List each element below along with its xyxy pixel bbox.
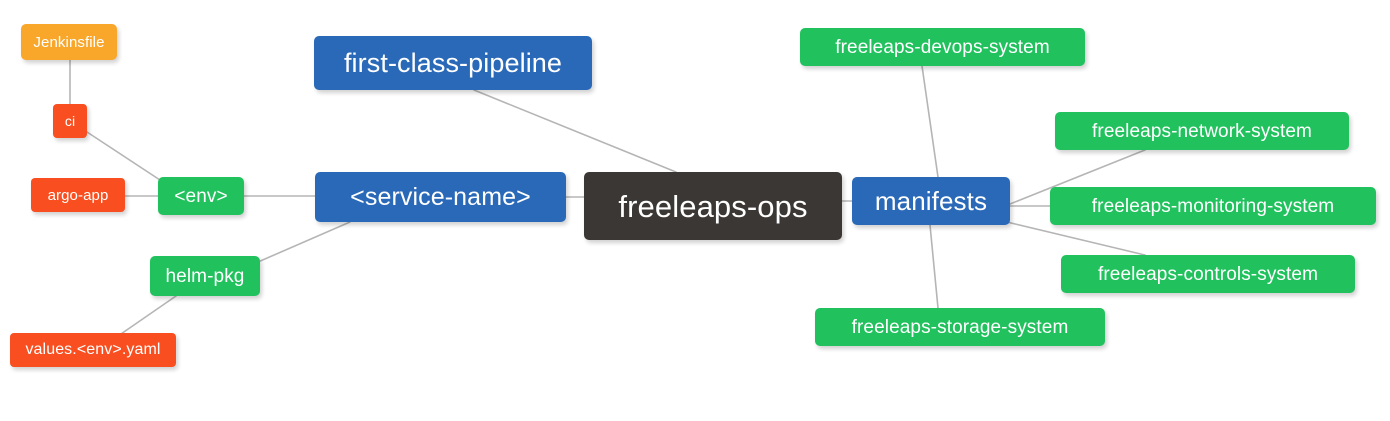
- node-label-freeleaps-controls-system: freeleaps-controls-system: [1097, 263, 1319, 285]
- node-freeleaps-storage-system[interactable]: freeleaps-storage-system: [815, 308, 1105, 346]
- edge-service-name-to-helm-pkg: [257, 221, 351, 263]
- node-label-values-yaml: values.<env>.yaml: [25, 341, 161, 358]
- node-label-freeleaps-monitoring-system: freeleaps-monitoring-system: [1091, 195, 1335, 217]
- edge-ci-to-env: [86, 131, 161, 181]
- edge-first-class-pipeline-to-freeleaps-ops: [473, 89, 677, 173]
- node-service-name[interactable]: <service-name>: [315, 172, 566, 222]
- node-label-freeleaps-devops-system: freeleaps-devops-system: [835, 36, 1050, 58]
- node-label-ci: ci: [64, 113, 76, 129]
- node-values-yaml[interactable]: values.<env>.yaml: [10, 333, 176, 367]
- node-freeleaps-ops[interactable]: freeleaps-ops: [584, 172, 842, 240]
- node-manifests[interactable]: manifests: [852, 177, 1010, 225]
- node-label-freeleaps-network-system: freeleaps-network-system: [1092, 120, 1312, 142]
- node-label-freeleaps-storage-system: freeleaps-storage-system: [851, 316, 1069, 338]
- edge-manifests-to-freeleaps-devops-system: [921, 65, 939, 178]
- node-label-jenkinsfile: Jenkinsfile: [33, 33, 105, 51]
- node-env[interactable]: <env>: [158, 177, 244, 215]
- node-label-freeleaps-ops: freeleaps-ops: [618, 188, 808, 224]
- node-argo-app[interactable]: argo-app: [31, 178, 125, 212]
- edge-manifests-to-freeleaps-storage-system: [929, 224, 939, 309]
- node-label-helm-pkg: helm-pkg: [165, 265, 245, 287]
- node-first-class-pipeline[interactable]: first-class-pipeline: [314, 36, 592, 90]
- node-jenkinsfile[interactable]: Jenkinsfile: [21, 24, 117, 60]
- node-freeleaps-network-system[interactable]: freeleaps-network-system: [1055, 112, 1349, 150]
- node-freeleaps-devops-system[interactable]: freeleaps-devops-system: [800, 28, 1085, 66]
- node-freeleaps-monitoring-system[interactable]: freeleaps-monitoring-system: [1050, 187, 1376, 225]
- node-helm-pkg[interactable]: helm-pkg: [150, 256, 260, 296]
- node-label-manifests: manifests: [874, 186, 988, 216]
- node-ci[interactable]: ci: [53, 104, 87, 138]
- node-freeleaps-controls-system[interactable]: freeleaps-controls-system: [1061, 255, 1355, 293]
- edge-helm-pkg-to-values-yaml: [117, 295, 177, 337]
- node-label-first-class-pipeline: first-class-pipeline: [343, 47, 563, 78]
- edge-manifests-to-freeleaps-controls-system: [1006, 221, 1146, 256]
- node-label-argo-app: argo-app: [47, 186, 109, 204]
- node-label-service-name: <service-name>: [350, 182, 531, 211]
- node-label-env: <env>: [174, 185, 228, 207]
